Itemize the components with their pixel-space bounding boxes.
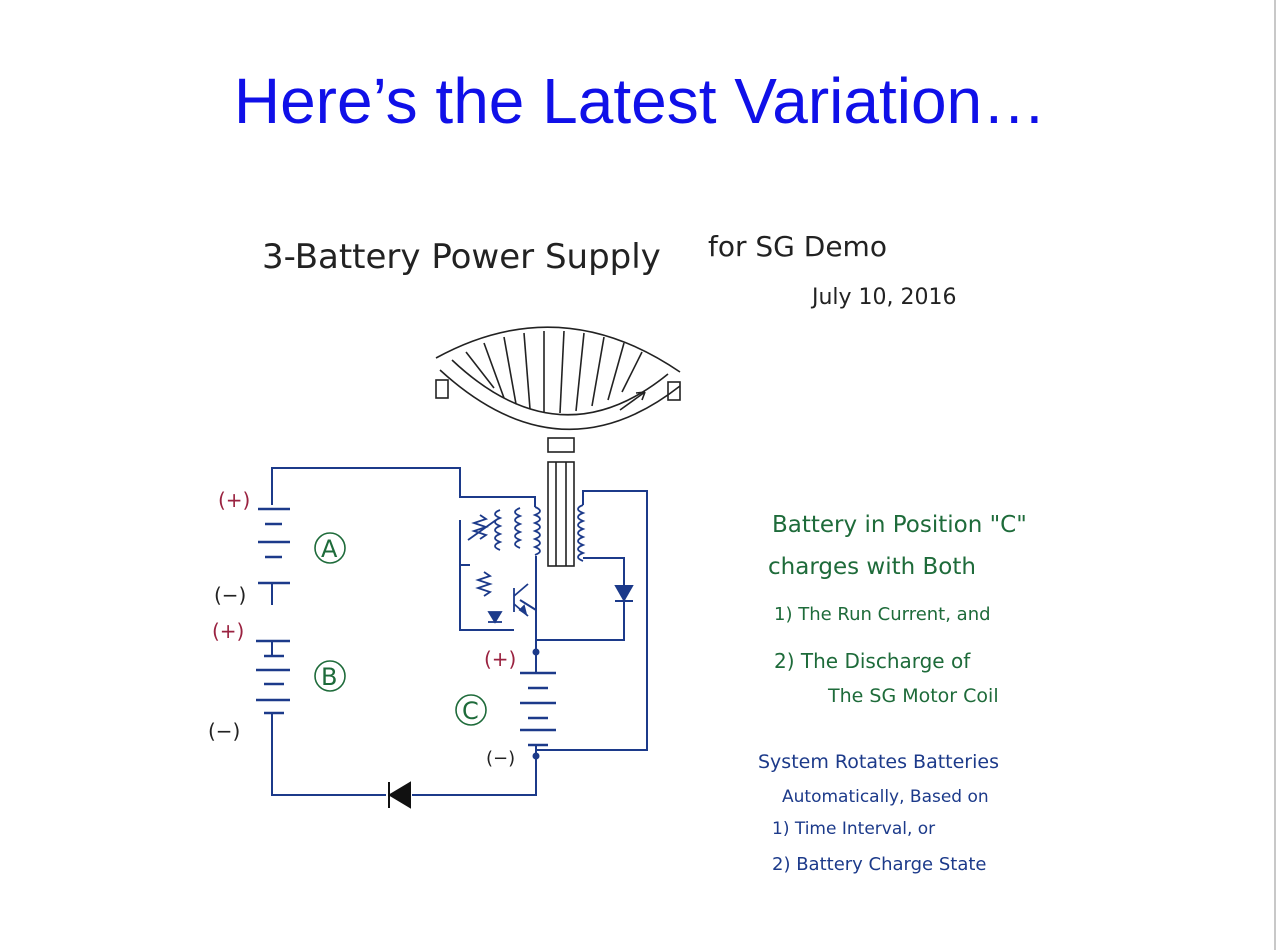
battery-b-minus: (−) xyxy=(208,719,240,743)
drawing-heading: 3-Battery Power Supply xyxy=(262,237,661,277)
battery-c-plus: (+) xyxy=(484,647,516,671)
charge-note-line-2: charges with Both xyxy=(768,554,976,580)
charge-notes: Battery in Position "C" charges with Bot… xyxy=(768,512,1027,707)
coil-windings xyxy=(494,504,586,562)
coil-diode xyxy=(614,585,634,603)
charge-note-item-2b: The SG Motor Coil xyxy=(827,685,999,707)
battery-labels xyxy=(314,532,487,726)
charge-note-item-2a: 2) The Discharge of xyxy=(774,649,971,673)
battery-b-label: B xyxy=(321,663,337,691)
rotation-notes: System Rotates Batteries Automatically, … xyxy=(758,751,999,875)
motor-coil-core xyxy=(547,461,575,567)
slide-title: Here’s the Latest Variation… xyxy=(233,65,1047,137)
battery-c-minus: (−) xyxy=(486,748,515,769)
rotation-note-line-3: 1) Time Interval, or xyxy=(772,819,935,839)
battery-c xyxy=(520,671,556,747)
battery-a-minus: (−) xyxy=(214,583,246,607)
battery-b-plus: (+) xyxy=(212,619,244,643)
battery-c-label: C xyxy=(462,697,479,725)
battery-b xyxy=(256,639,290,715)
slide-border xyxy=(1274,0,1276,950)
rotation-note-line-1: System Rotates Batteries xyxy=(758,751,999,773)
charge-note-line-1: Battery in Position "C" xyxy=(772,512,1027,538)
battery-a-plus: (+) xyxy=(218,488,250,512)
battery-a-label: A xyxy=(321,535,338,563)
battery-a xyxy=(258,507,290,585)
charge-note-item-1: 1) The Run Current, and xyxy=(774,604,991,625)
junction-dots xyxy=(532,648,540,760)
rotation-note-line-4: 2) Battery Charge State xyxy=(772,854,987,875)
rotation-note-line-2: Automatically, Based on xyxy=(782,787,989,807)
control-circuit xyxy=(467,514,529,624)
rotor-wheel xyxy=(435,326,681,453)
drawing-date: July 10, 2016 xyxy=(810,285,957,310)
return-diode xyxy=(388,781,411,809)
drawing-for-label: for SG Demo xyxy=(708,230,887,263)
circuit-wires xyxy=(271,467,648,796)
